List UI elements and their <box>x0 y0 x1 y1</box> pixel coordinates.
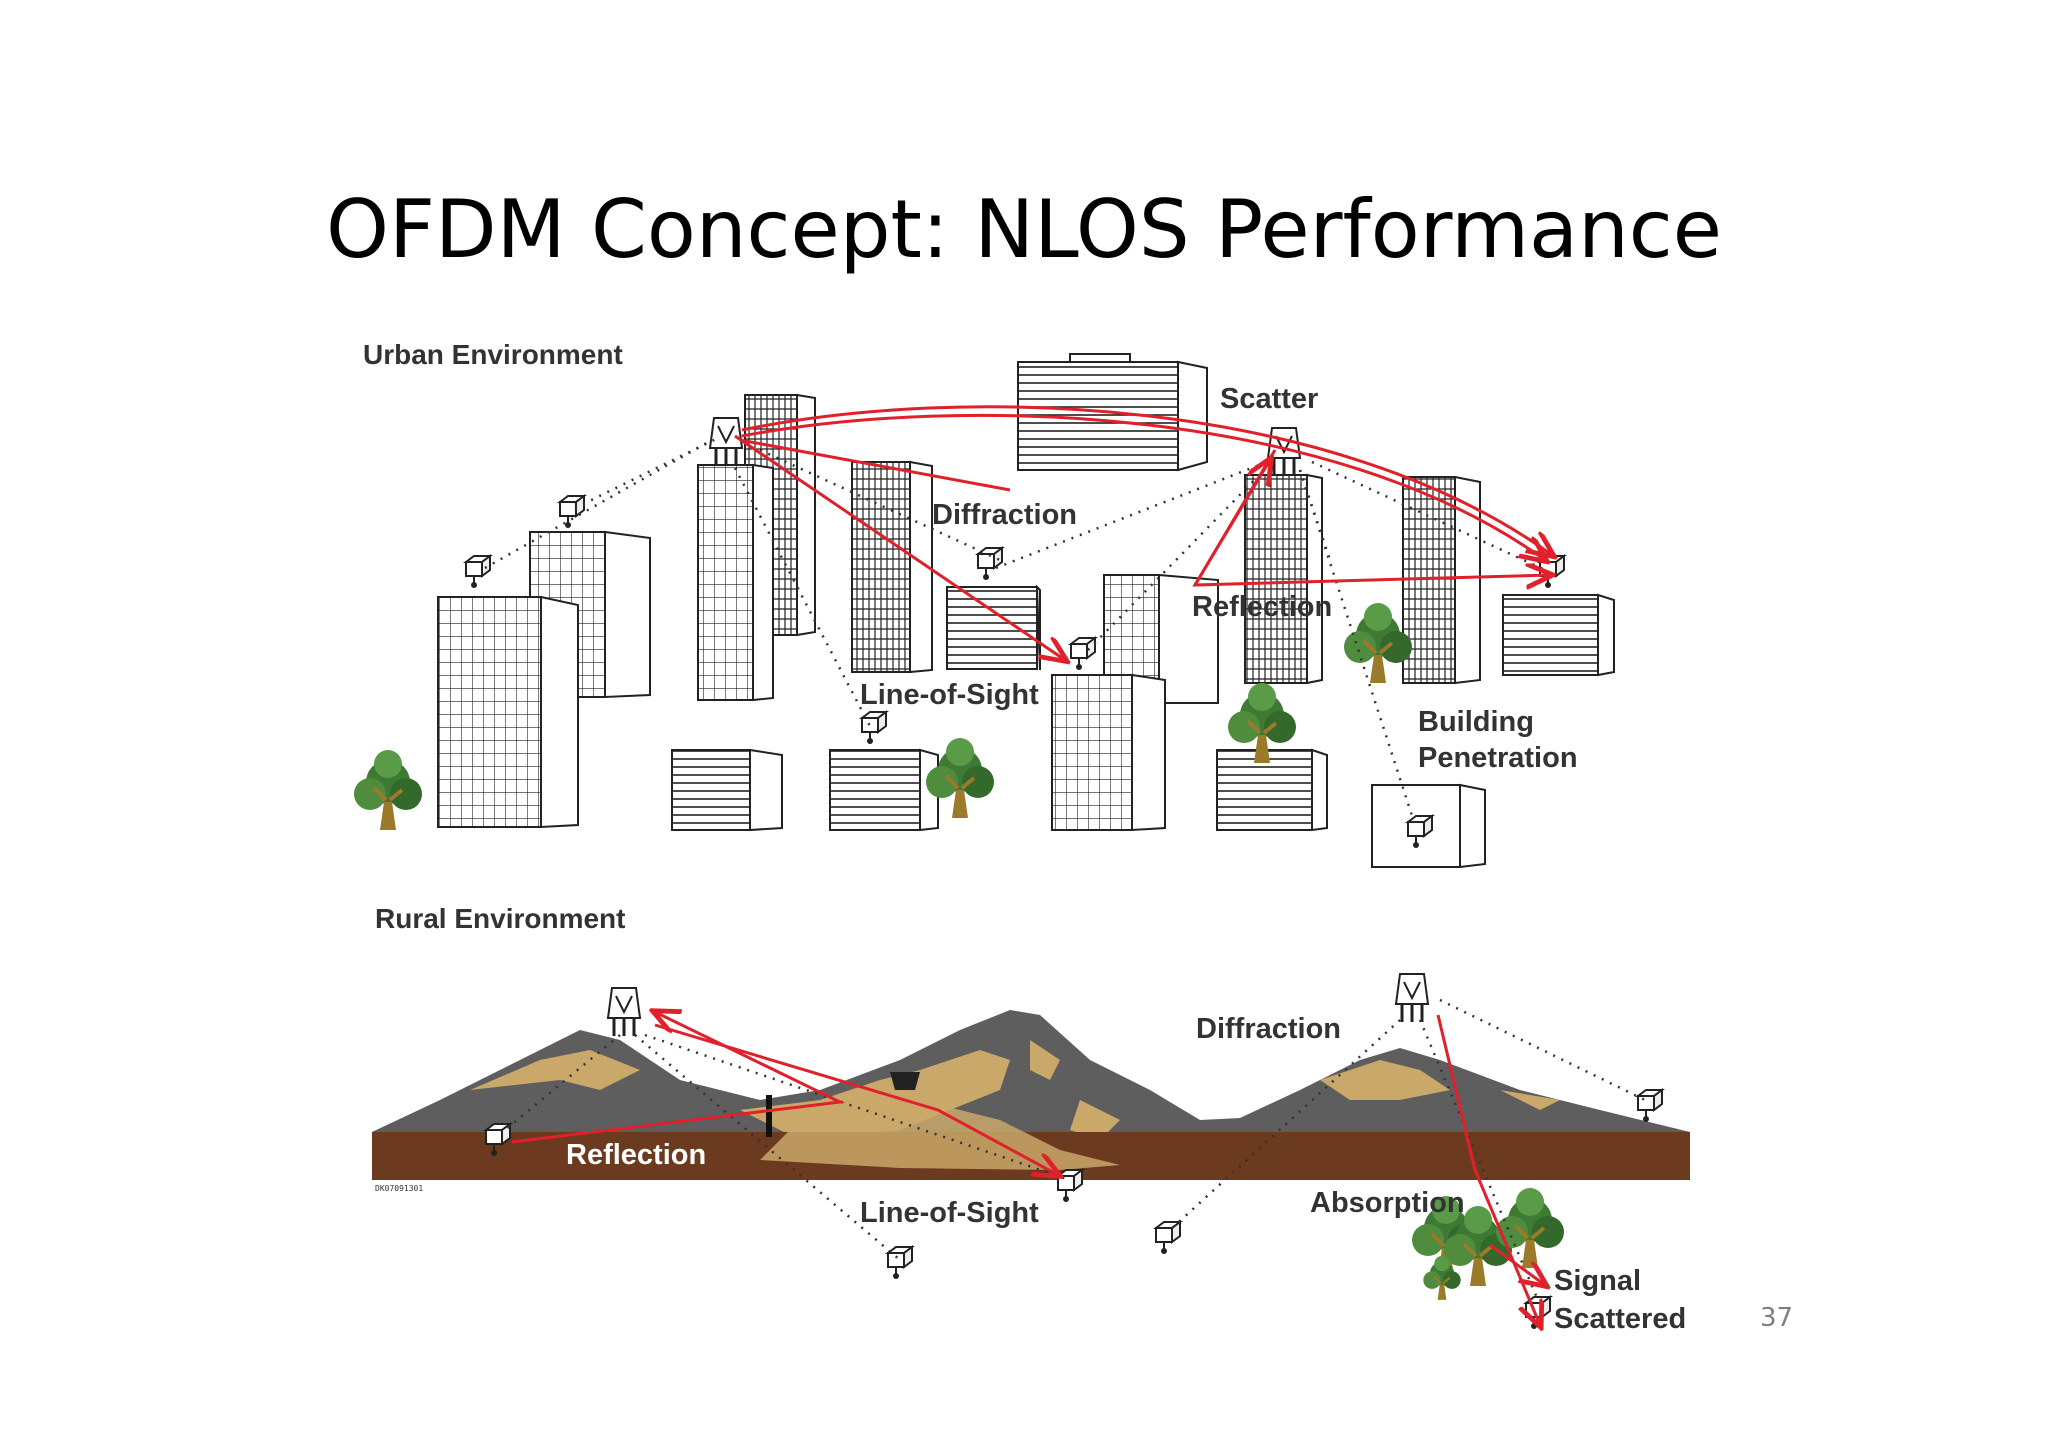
label-building-penetration-2: Penetration <box>1418 742 1578 774</box>
figure-code: DK07091301 <box>375 1184 423 1193</box>
building-icon <box>1371 783 1486 869</box>
label-reflection-rural: Reflection <box>566 1139 706 1171</box>
signal-paths-urban <box>734 405 1552 660</box>
rural-heading: Rural Environment <box>375 903 625 934</box>
subscriber-unit-icon <box>465 555 491 589</box>
subscriber-unit-icon <box>1637 1089 1663 1123</box>
label-scatter: Scatter <box>1220 383 1318 415</box>
tree-icon <box>1342 601 1414 685</box>
building-icon <box>697 463 774 702</box>
building-icon <box>1051 673 1166 832</box>
building-icon <box>437 595 579 829</box>
building-icon <box>1103 573 1219 704</box>
base-station-icon <box>708 416 744 468</box>
building-icon <box>829 748 939 832</box>
label-diffraction-rural: Diffraction <box>1196 1013 1341 1045</box>
base-station-icon <box>606 986 642 1038</box>
building-icon <box>851 460 933 674</box>
label-line-of-sight-urban: Line-of-Sight <box>860 679 1039 711</box>
page-number: 37 <box>1760 1303 1794 1333</box>
base-station-icon <box>1394 972 1430 1024</box>
signal-paths-rural <box>511 1012 1545 1325</box>
label-building-penetration-1: Building <box>1418 706 1534 738</box>
label-signal-scattered-2: Scattered <box>1554 1303 1686 1335</box>
label-diffraction-urban: Diffraction <box>932 499 1077 531</box>
building-icon <box>946 584 1041 671</box>
label-signal-scattered-1: Signal <box>1554 1265 1641 1297</box>
subscriber-unit-icon <box>1070 637 1096 671</box>
building-icon <box>1502 593 1615 677</box>
building-icon <box>1244 473 1323 685</box>
tree-icon <box>352 748 424 832</box>
building-icon <box>671 748 783 832</box>
label-line-of-sight-rural: Line-of-Sight <box>860 1197 1039 1229</box>
building-icon <box>1216 748 1328 832</box>
subscriber-unit-icon <box>1155 1221 1181 1255</box>
urban-heading: Urban Environment <box>363 339 623 370</box>
label-reflection-urban: Reflection <box>1192 591 1332 623</box>
los-paths-rural <box>504 998 1646 1306</box>
los-paths-urban <box>484 436 1546 826</box>
subscriber-unit-icon <box>887 1246 913 1280</box>
pole <box>766 1095 772 1137</box>
subscriber-unit-icon <box>1057 1169 1083 1203</box>
slide-title: OFDM Concept: NLOS Performance <box>326 183 1722 276</box>
label-absorption: Absorption <box>1310 1187 1465 1219</box>
